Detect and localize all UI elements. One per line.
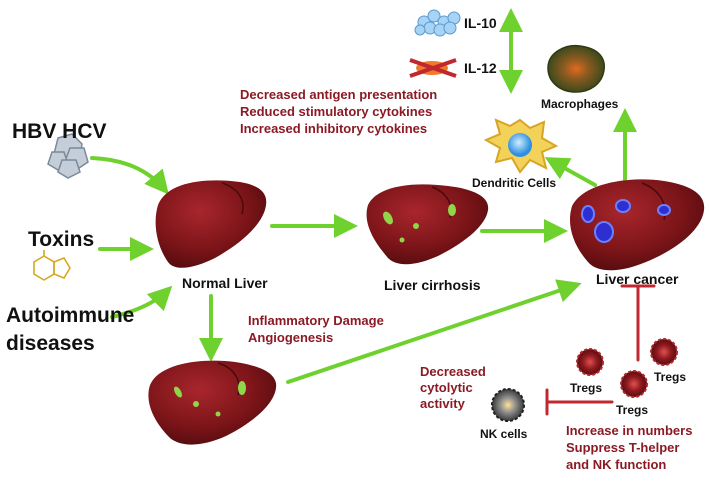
tregs-cell-icon-2	[620, 370, 648, 398]
label-dendritic-cells: Dendritic Cells	[472, 176, 557, 190]
arrow-damaged-to-cancer	[286, 279, 582, 384]
label-liver-cancer: Liver cancer	[596, 271, 679, 287]
label-liver-cirrhosis: Liver cirrhosis	[384, 277, 481, 293]
label-hbv-hcv: HBV HCV	[12, 120, 107, 143]
label-nk-cells: NK cells	[480, 427, 528, 441]
cancer-liver-icon	[569, 179, 705, 271]
normal-liver-icon	[155, 180, 267, 268]
annotation-antigen-2: Reduced stimulatory cytokines	[240, 104, 433, 119]
arrow-virus-to-normal	[90, 156, 169, 195]
toxin-structure-icon	[33, 250, 71, 281]
label-diseases: diseases	[6, 332, 95, 355]
label-macrophages: Macrophages	[541, 97, 619, 111]
label-autoimmune: Autoimmune	[6, 304, 135, 327]
annotation-suppress-thelper: Suppress T-helper	[566, 440, 680, 455]
dendritic-cell-icon	[483, 118, 559, 174]
annotation-antigen-3: Increased inhibitory cytokines	[240, 121, 428, 136]
annotation-increase-numbers: Increase in numbers	[566, 423, 693, 438]
tregs-cell-icon-1	[576, 348, 604, 376]
cirrhosis-liver-icon	[366, 184, 489, 265]
label-il10: IL-10	[464, 15, 497, 31]
nk-cell-icon	[491, 388, 525, 422]
damaged-liver-icon	[148, 360, 277, 445]
il12-blocked-icon	[409, 58, 457, 78]
inhibition-lines	[545, 284, 656, 416]
arrow-autoimmune-to-normal	[110, 285, 173, 319]
annotation-cytolytic: cytolytic	[420, 380, 473, 395]
label-tregs-1: Tregs	[570, 381, 603, 395]
label-normal-liver: Normal Liver	[182, 275, 268, 291]
virus-particle-icon	[47, 133, 89, 179]
annotation-decreased: Decreased	[420, 364, 486, 379]
label-toxins: Toxins	[28, 228, 95, 251]
macrophage-icon	[547, 44, 605, 93]
label-tregs-3: Tregs	[654, 370, 687, 384]
annotation-angiogenesis: Angiogenesis	[248, 330, 334, 345]
label-il12: IL-12	[464, 60, 497, 76]
il10-cluster-icon	[414, 9, 461, 37]
annotation-inflammatory: Inflammatory Damage	[248, 313, 384, 328]
arrows	[90, 8, 637, 384]
annotation-activity: activity	[420, 396, 465, 411]
label-tregs-2: Tregs	[616, 403, 649, 417]
annotation-nk-function: and NK function	[566, 457, 667, 472]
tregs-cell-icon-3	[650, 338, 678, 366]
annotation-antigen-1: Decreased antigen presentation	[240, 87, 438, 102]
arrow-cancer-to-dendritic	[544, 157, 597, 187]
